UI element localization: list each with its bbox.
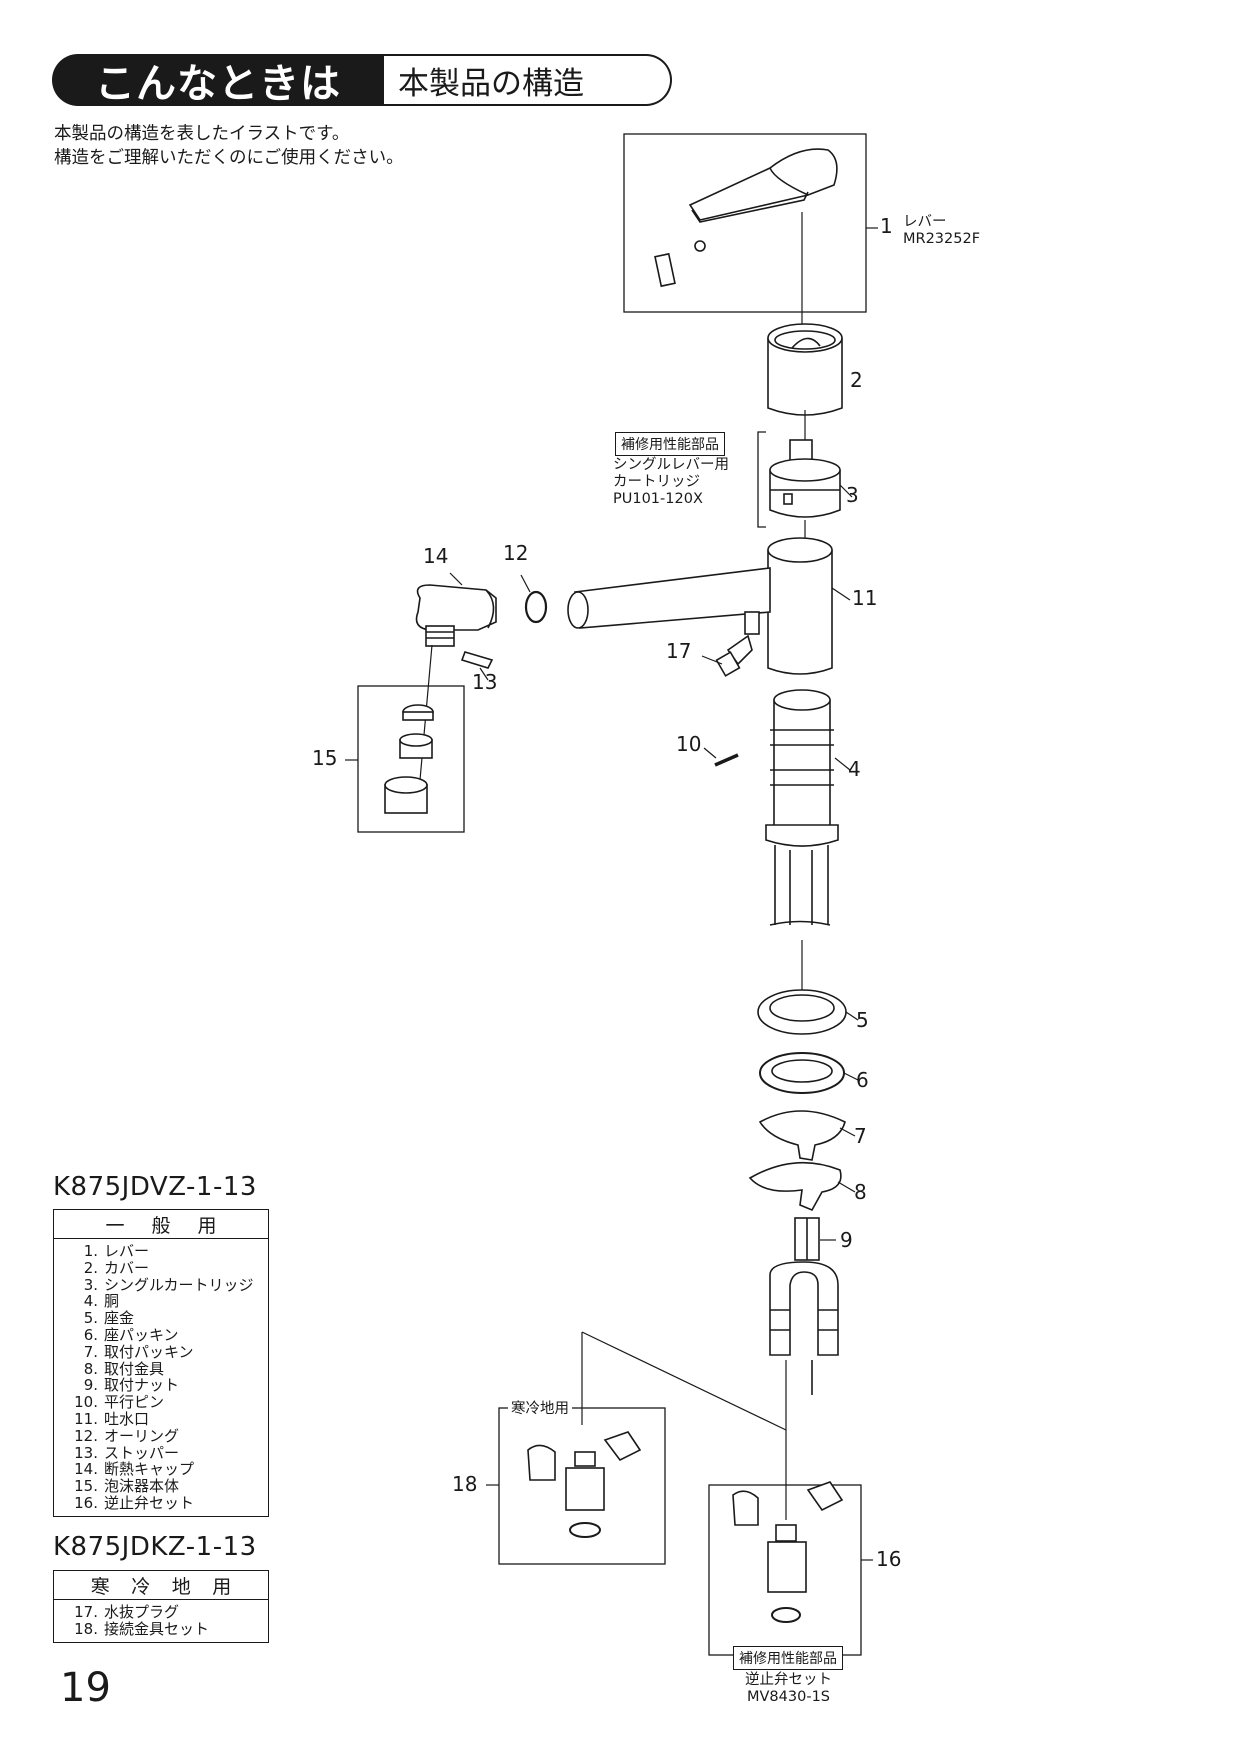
callout-17: 17 [666, 639, 692, 663]
nut-illustration [794, 1217, 820, 1261]
header-char: 一 [105, 1214, 125, 1237]
callout-15: 15 [312, 746, 338, 770]
header-char: 寒 [90, 1575, 110, 1598]
model-cold-title: K875JDKZ-1-13 [53, 1532, 257, 1562]
callout-6: 6 [856, 1068, 869, 1092]
callout-8: 8 [854, 1180, 867, 1204]
table-row: 8.取付金具 [83, 1359, 165, 1378]
callout-11: 11 [852, 586, 878, 610]
intro-text: 本製品の構造を表したイラストです。 構造をご理解いただくのにご使用ください。 [54, 122, 404, 170]
section-subtitle: 本製品の構造 [384, 54, 672, 106]
cartridge-code: PU101-120X [613, 491, 703, 507]
mounting-packing-illustration [758, 1110, 846, 1161]
model-general-title: K875JDVZ-1-13 [53, 1172, 257, 1202]
aerator-illustration [384, 704, 434, 814]
mounting-bracket-illustration [748, 1161, 842, 1212]
callout-12: 12 [503, 541, 529, 565]
lever-illustration [654, 148, 838, 288]
cartridge-line-2: カートリッジ [613, 474, 700, 490]
oring-illustration [524, 590, 548, 624]
cold-table-header: 寒 冷 地 用 [54, 1571, 268, 1600]
general-parts-table: 一 般 用 1.レバー 2.カバー 3.シングルカートリッジ 4.胴 5.座金 … [53, 1209, 269, 1517]
callout-4: 4 [848, 757, 861, 781]
header-char: 用 [212, 1575, 232, 1598]
table-row: 12.オーリング [74, 1426, 180, 1445]
section-title: こんなときは [52, 54, 384, 107]
general-table-body: 1.レバー 2.カバー 3.シングルカートリッジ 4.胴 5.座金 6.座パッキ… [54, 1239, 268, 1516]
lever-name: レバー [903, 214, 947, 230]
header-char: 冷 [131, 1575, 151, 1598]
intro-line-1: 本製品の構造を表したイラストです。 [54, 124, 350, 144]
spout-illustration [567, 537, 833, 675]
cold-table-body: 17.水抜プラグ 18.接続金具セット [54, 1600, 268, 1642]
cold-region-label: 寒冷地用 [508, 1401, 572, 1418]
cover-illustration [767, 323, 843, 416]
cartridge-repair-badge: 補修用性能部品 [615, 432, 725, 456]
header-char: 般 [151, 1214, 171, 1237]
cold-parts-table: 寒 冷 地 用 17.水抜プラグ 18.接続金具セット [53, 1570, 269, 1643]
lever-label: レバー MR23252F [903, 214, 980, 248]
check-valve-illustration [732, 1481, 844, 1623]
callout-1: 1 [880, 214, 893, 238]
table-row: 11.吐水口 [74, 1409, 150, 1428]
page-number: 19 [60, 1665, 111, 1711]
table-row: 3.シングルカートリッジ [83, 1275, 254, 1294]
table-row: 2.カバー [83, 1258, 150, 1277]
table-row: 5.座金 [83, 1309, 135, 1328]
stopper-illustration [460, 651, 494, 669]
intro-line-2: 構造をご理解いただくのにご使用ください。 [54, 148, 404, 168]
pin-illustration [714, 753, 739, 767]
washer-illustration [757, 989, 847, 1035]
table-row: 10.平行ピン [74, 1393, 165, 1412]
table-row: 16.逆止弁セット [74, 1493, 195, 1512]
callout-13: 13 [472, 670, 498, 694]
lever-code: MR23252F [903, 231, 981, 247]
table-row: 4.胴 [83, 1292, 120, 1311]
callout-3: 3 [846, 483, 859, 507]
check-valve-name: 逆止弁セット [745, 1672, 832, 1688]
table-row: 15.泡沫器本体 [74, 1477, 180, 1496]
check-valve-label: 逆止弁セット MV8430-1S [745, 1672, 832, 1706]
table-row: 14.断熱キャップ [74, 1460, 195, 1479]
cartridge-illustration [769, 439, 841, 518]
callout-18: 18 [452, 1472, 478, 1496]
cartridge-line-1: シングルレバー用 [613, 457, 729, 473]
table-row: 18.接続金具セット [74, 1619, 210, 1638]
table-row: 17.水抜プラグ [74, 1603, 180, 1621]
table-row: 9.取付ナット [83, 1376, 180, 1395]
aerator-box [357, 685, 465, 833]
callout-5: 5 [856, 1008, 869, 1032]
drain-plug-illustration [715, 634, 753, 677]
insulation-cap-illustration [415, 584, 497, 647]
table-row: 13.ストッパー [74, 1443, 180, 1462]
cold-region-box [498, 1407, 666, 1565]
callout-14: 14 [423, 544, 449, 568]
check-valve-code: MV8430-1S [747, 1689, 830, 1705]
hose-ends-illustration [769, 1261, 839, 1395]
cold-fitting-illustration [527, 1431, 642, 1538]
header-char: 地 [171, 1575, 191, 1598]
seat-packing-illustration [759, 1052, 845, 1094]
callout-16: 16 [876, 1547, 902, 1571]
table-row: 7.取付パッキン [83, 1342, 194, 1361]
callout-2: 2 [850, 368, 863, 392]
callout-9: 9 [840, 1228, 853, 1252]
cartridge-label: シングルレバー用 カートリッジ PU101-120X [613, 457, 729, 508]
table-row: 1.レバー [83, 1242, 150, 1260]
header-char: 用 [197, 1214, 217, 1237]
general-table-header: 一 般 用 [54, 1210, 268, 1239]
callout-10: 10 [676, 732, 702, 756]
table-row: 6.座パッキン [83, 1325, 179, 1344]
check-repair-badge: 補修用性能部品 [733, 1646, 843, 1670]
callout-7: 7 [854, 1124, 867, 1148]
lever-box [623, 133, 867, 313]
body-shank-illustration [765, 689, 839, 926]
